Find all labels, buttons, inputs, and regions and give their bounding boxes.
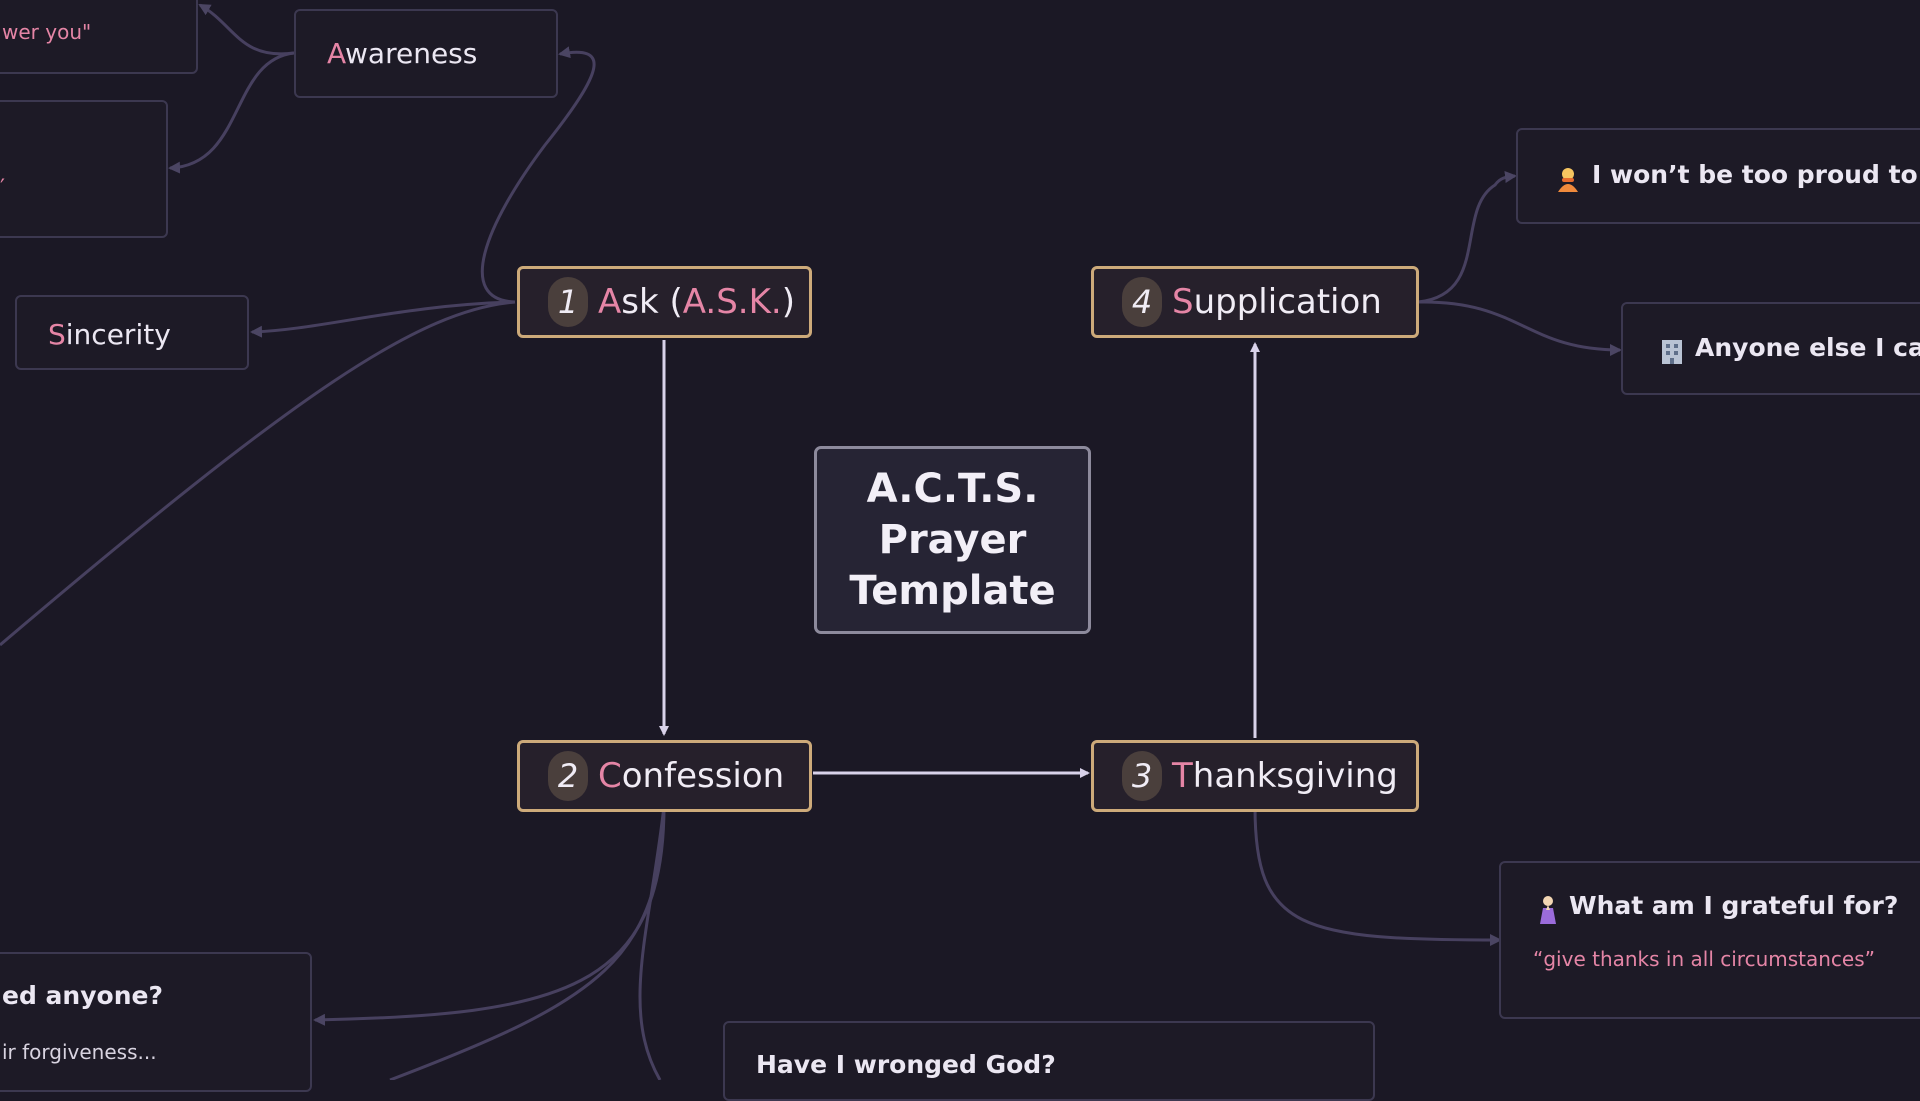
connector-awareness-to-top-left [198,3,295,56]
branch-anyone-row: Anyone else I can [1659,333,1920,366]
connector-confession-to-wronged-anyone [313,805,666,1026]
branch-grateful-node[interactable]: What am I grateful for? “give thanks in … [1499,861,1920,1019]
step-initial: A [598,282,622,322]
branch-grateful-row: What am I grateful for? [1537,891,1898,926]
center-title-line-2: Prayer [878,516,1027,563]
step-number-badge: 3 [1122,751,1162,801]
branch-grateful-quote: “give thanks in all circumstances” [1533,947,1876,971]
center-title-node[interactable]: A.C.T.S. Prayer Template [814,446,1091,634]
branch-grateful-title: What am I grateful for? [1569,891,1899,920]
branch-left-partial-mark: ′ [0,176,5,201]
branch-wronged-anyone-title: ed anyone? [2,981,163,1010]
center-title-line-1: A.C.T.S. [866,465,1039,512]
branch-awareness-node[interactable]: Awareness [294,9,558,98]
step-label: hanksgiving [1192,756,1398,796]
connector-supplication-to-proud [1417,171,1517,304]
connector-confession-down-a [389,805,666,1080]
connector-thanksgiving-to-grateful [1253,806,1502,946]
step-number-badge: 1 [548,277,588,327]
branch-awareness-label: Awareness [327,37,477,70]
branch-label: wareness [345,37,478,70]
connector-awareness-to-left-box [168,51,295,174]
step-number-badge: 4 [1122,277,1162,327]
step-label: onfession [621,756,785,796]
branch-anyone-node[interactable]: Anyone else I can [1621,302,1920,395]
step-initial: T [1172,756,1193,796]
branch-proud-node[interactable]: I won’t be too proud to ask [1516,128,1920,224]
connector-supplication-to-anyone [1417,300,1622,356]
center-title-line-3: Template [849,567,1056,614]
connector-ask-to-lower-left [0,300,516,647]
person-bowing-icon [1558,167,1578,192]
branch-top-left-quote: wer you" [2,20,92,44]
branch-left-partial-node[interactable]: ′ [0,100,168,238]
branch-wronged-god-title: Have I wronged God? [756,1050,1056,1079]
step-initial: S [1172,282,1194,322]
connector-ask-to-awareness [480,46,596,304]
branch-wronged-anyone-node[interactable]: ed anyone? ir forgiveness... [0,952,312,1092]
step-label-close: ) [781,282,795,322]
step-number-badge: 2 [548,751,588,801]
branch-wronged-god-node[interactable]: Have I wronged God? [723,1021,1375,1101]
step-acronym: A.S.K. [682,282,782,322]
step-label: sk ( [621,282,683,322]
branch-sincerity-label: Sincerity [48,318,171,351]
step-initial: C [598,756,622,796]
building-icon [1662,339,1682,364]
step-label: upplication [1193,282,1382,322]
branch-initial: A [327,37,346,70]
branch-top-left-node[interactable]: wer you" [0,0,198,74]
praying-person-icon [1540,895,1556,924]
branch-anyone-text: Anyone else I can [1695,333,1920,362]
connector-confession-down-b [638,805,666,1080]
branch-wronged-anyone-sub: ir forgiveness... [2,1040,157,1064]
connector-ask-to-sincerity [250,300,516,338]
branch-initial: S [48,318,66,351]
branch-label: incerity [65,318,171,351]
branch-sincerity-node[interactable]: Sincerity [15,295,249,370]
branch-proud-text: I won’t be too proud to ask [1592,160,1920,189]
branch-proud-row: I won’t be too proud to ask [1554,160,1920,194]
